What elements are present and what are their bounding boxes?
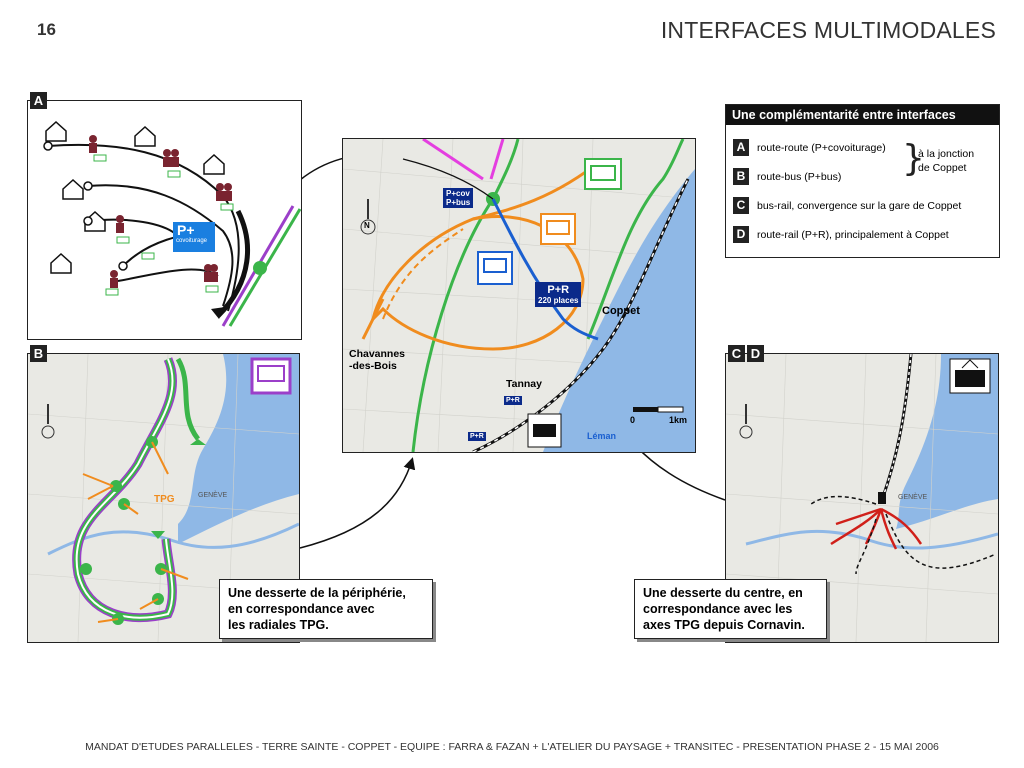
connector-b-to-map bbox=[299, 457, 416, 549]
legend-text-d: route-rail (P+R), principalement à Coppe… bbox=[757, 228, 949, 241]
legend-note: à la jonction de Coppet bbox=[918, 147, 974, 175]
legend-text-c: bus-rail, convergence sur la gare de Cop… bbox=[757, 199, 962, 212]
legend-brace: } bbox=[902, 138, 925, 179]
panel-d-letter: D bbox=[747, 345, 764, 362]
leman-label: Léman bbox=[587, 431, 617, 441]
legend-row-c: C bus-rail, convergence sur la gare de C… bbox=[733, 197, 961, 214]
legend-box: Une complémentarité entre interfaces A r… bbox=[725, 104, 1000, 258]
parking-sub-label: covoiturage bbox=[176, 238, 208, 244]
pr-small-sign-1: P+R bbox=[504, 396, 522, 405]
panel-b-callout: Une desserte de la périphérie, en corres… bbox=[219, 579, 433, 639]
legend-row-a: A route-route (P+covoiturage) bbox=[733, 139, 886, 156]
legend-note-line-2: de Coppet bbox=[918, 162, 967, 174]
house-icon bbox=[45, 120, 225, 274]
page-number: 16 bbox=[37, 20, 56, 39]
panel-b-callout-line-2: en correspondance avec bbox=[228, 602, 375, 616]
legend-row-d: D route-rail (P+R), principalement à Cop… bbox=[733, 226, 949, 243]
legend-key-d: D bbox=[733, 226, 749, 243]
panel-a-diagram bbox=[43, 120, 301, 327]
panel-b: TPG GENÈVE bbox=[27, 353, 300, 643]
legend-text-a: route-route (P+covoiturage) bbox=[757, 141, 886, 154]
panel-cd-callout-line-2: correspondance avec les bbox=[643, 602, 793, 616]
pcov-label: P+cov bbox=[446, 189, 470, 198]
panel-cd-callout-line-3: axes TPG depuis Cornavin. bbox=[643, 618, 805, 632]
page-title: INTERFACES MULTIMODALES bbox=[660, 17, 996, 43]
tannay-label: Tannay bbox=[506, 378, 542, 390]
pr-label: P+R bbox=[547, 284, 570, 296]
legend-key-b: B bbox=[733, 168, 749, 185]
panel-cd-callout: Une desserte du centre, en correspondanc… bbox=[634, 579, 827, 639]
center-map-drawing bbox=[343, 139, 695, 452]
chavannes-line-1: Chavannes bbox=[349, 348, 406, 360]
legend-title: Une complémentarité entre interfaces bbox=[726, 105, 999, 125]
panel-cd-map bbox=[726, 354, 998, 642]
panel-b-callout-line-1: Une desserte de la périphérie, bbox=[228, 586, 406, 600]
pcov-pbus-sign: P+cov P+bus bbox=[443, 188, 474, 208]
geneve-label-b: GENÈVE bbox=[198, 492, 228, 499]
coppet-label: Coppet bbox=[602, 305, 640, 317]
chavannes-label: Chavannes -des-Bois bbox=[349, 348, 405, 372]
north-label: N bbox=[364, 221, 370, 230]
legend-text-b: route-bus (P+bus) bbox=[757, 170, 842, 183]
pr-sign: P+R 220 places bbox=[535, 282, 582, 307]
pr-places-label: 220 places bbox=[538, 296, 579, 305]
scale-one-km: 1km bbox=[669, 415, 688, 425]
legend-key-a: A bbox=[733, 139, 749, 156]
legend-key-c: C bbox=[733, 197, 749, 214]
legend-note-line-1: à la jonction bbox=[918, 148, 975, 160]
chavannes-line-2: -des-Bois bbox=[349, 360, 397, 372]
parking-carpool-sign: P+ covoiturage bbox=[173, 222, 215, 252]
center-map: P+cov P+bus P+R 220 places Coppet Chavan… bbox=[342, 138, 696, 453]
pbus-label: P+bus bbox=[446, 198, 471, 207]
parking-label: P+ bbox=[177, 222, 195, 238]
person-icon bbox=[89, 135, 232, 282]
scale-zero: 0 bbox=[630, 415, 636, 425]
geneve-label-cd: GENÈVE bbox=[898, 494, 928, 501]
panel-cd-callout-line-1: Une desserte du centre, en bbox=[643, 586, 803, 600]
pr-small-sign-2: P+R bbox=[468, 432, 486, 441]
panel-b-callout-line-3: les radiales TPG. bbox=[228, 618, 329, 632]
panel-b-map bbox=[28, 354, 299, 642]
panel-c-letter: C bbox=[728, 345, 745, 362]
panel-a-letter: A bbox=[30, 92, 47, 109]
panel-a: P+ covoiturage bbox=[27, 100, 302, 340]
panel-cd: GENÈVE bbox=[725, 353, 999, 643]
panel-b-letter: B bbox=[30, 345, 47, 362]
legend-row-b: B route-bus (P+bus) bbox=[733, 168, 841, 185]
footer-credits: MANDAT D'ETUDES PARALLELES - TERRE SAINT… bbox=[85, 741, 939, 753]
tpg-label: TPG bbox=[154, 494, 175, 505]
lake-leman bbox=[543, 169, 695, 452]
